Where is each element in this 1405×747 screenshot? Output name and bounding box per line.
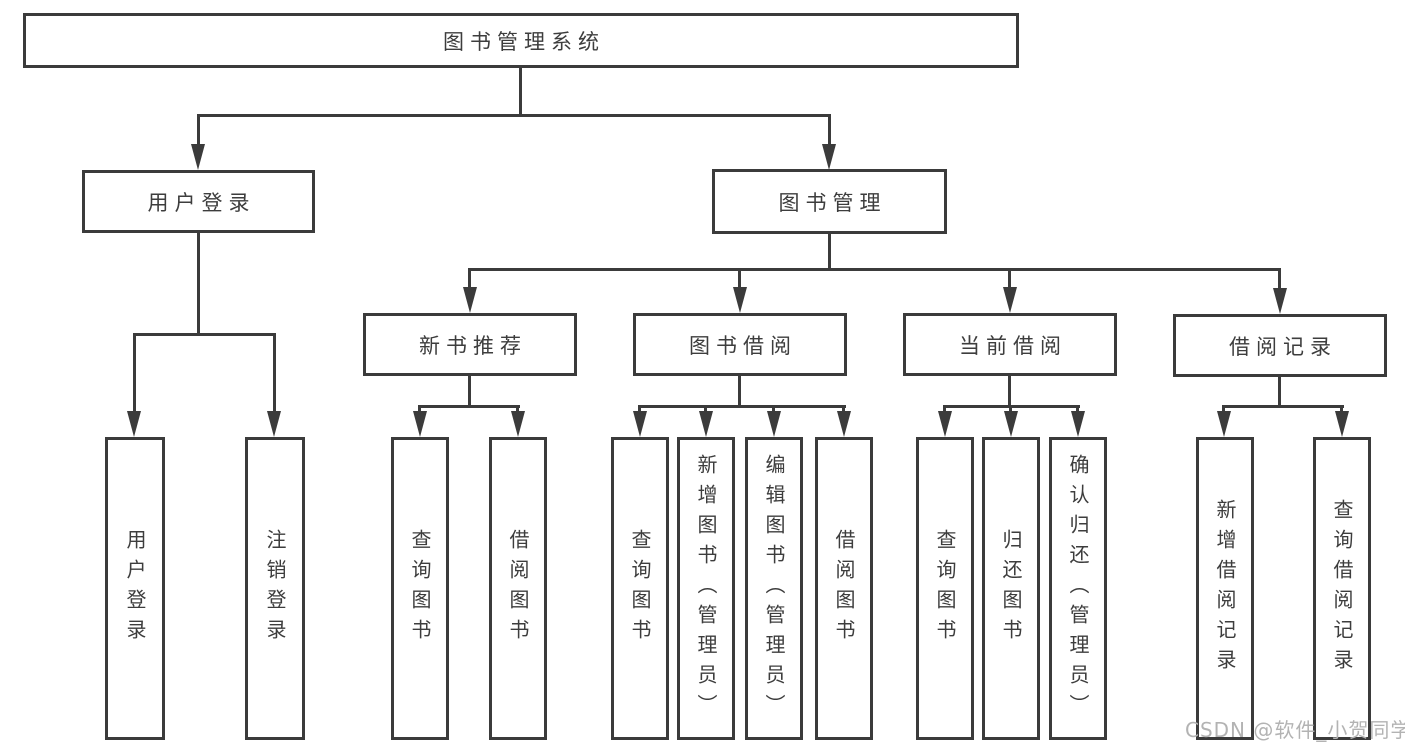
arrowhead-down-icon — [191, 144, 205, 170]
arrowhead-down-icon — [1004, 411, 1018, 437]
connector-line-v — [468, 376, 471, 407]
leaf-query-borrow-record: 查询借阅记录 — [1313, 437, 1371, 740]
arrowhead-down-icon — [1273, 288, 1287, 314]
arrowhead-down-icon — [1003, 287, 1017, 313]
connector-line-v — [516, 405, 519, 415]
leaf-label: 查询图书 — [408, 528, 432, 649]
connector-line-h — [197, 114, 831, 117]
connector-line-h — [638, 405, 846, 408]
leaf-query-books-recommend: 查询图书 — [391, 437, 449, 740]
arrowhead-down-icon — [1335, 411, 1349, 437]
connector-line-v — [1278, 268, 1281, 290]
leaf-label: 编辑图书（管理员） — [762, 453, 786, 724]
arrowhead-down-icon — [938, 411, 952, 437]
node-label: 当前借阅 — [959, 333, 1067, 358]
watermark: CSDN @软件_小贺同学 — [1185, 718, 1405, 742]
node-library-management-system: 图书管理系统 — [23, 13, 1019, 68]
leaf-add-borrow-record: 新增借阅记录 — [1196, 437, 1254, 740]
connector-line-v — [519, 67, 522, 116]
node-book-management: 图书管理 — [712, 169, 947, 234]
connector-line-v — [638, 405, 641, 415]
leaf-label: 借阅图书 — [506, 528, 530, 649]
arrowhead-down-icon — [511, 411, 525, 437]
node-label: 图书管理 — [778, 190, 887, 215]
leaf-label: 注销登录 — [263, 528, 287, 649]
connector-line-v — [197, 114, 200, 147]
node-borrowing-records: 借阅记录 — [1173, 314, 1387, 377]
arrowhead-down-icon — [767, 411, 781, 437]
connector-line-v — [418, 405, 421, 415]
leaf-add-book-admin: 新增图书（管理员） — [677, 437, 735, 740]
leaf-label: 查询借阅记录 — [1330, 498, 1354, 679]
arrowhead-down-icon — [1217, 411, 1231, 437]
arrowhead-down-icon — [413, 411, 427, 437]
leaf-label: 查询图书 — [933, 528, 957, 649]
arrowhead-down-icon — [1071, 411, 1085, 437]
arrowhead-down-icon — [733, 287, 747, 313]
leaf-edit-book-admin: 编辑图书（管理员） — [745, 437, 803, 740]
connector-line-v — [738, 376, 741, 407]
node-label: 新书推荐 — [419, 333, 527, 358]
connector-line-v — [828, 234, 831, 270]
connector-line-v — [273, 333, 276, 413]
arrowhead-down-icon — [837, 411, 851, 437]
connector-line-v — [842, 405, 845, 415]
leaf-borrow-books-borrowing: 借阅图书 — [815, 437, 873, 740]
connector-line-v — [468, 268, 471, 290]
connector-line-v — [772, 405, 775, 415]
connector-line-v — [133, 333, 136, 413]
arrowhead-down-icon — [127, 411, 141, 437]
connector-line-h — [418, 405, 520, 408]
leaf-label: 查询图书 — [628, 528, 652, 649]
connector-line-v — [738, 268, 741, 290]
connector-line-v — [1008, 376, 1011, 407]
connector-line-v — [197, 233, 200, 335]
connector-line-v — [1008, 268, 1011, 290]
node-book-borrowing: 图书借阅 — [633, 313, 847, 376]
leaf-query-books-current: 查询图书 — [916, 437, 974, 740]
leaf-return-book: 归还图书 — [982, 437, 1040, 740]
connector-line-v — [828, 114, 831, 147]
leaf-query-books-borrowing: 查询图书 — [611, 437, 669, 740]
arrowhead-down-icon — [699, 411, 713, 437]
leaf-logout: 注销登录 — [245, 437, 305, 740]
leaf-label: 新增借阅记录 — [1213, 498, 1237, 679]
arrowhead-down-icon — [633, 411, 647, 437]
leaf-label: 归还图书 — [999, 528, 1023, 649]
node-new-book-recommendation: 新书推荐 — [363, 313, 577, 376]
node-label: 图书借阅 — [689, 333, 797, 358]
leaf-confirm-return-admin: 确认归还（管理员） — [1049, 437, 1107, 740]
arrowhead-down-icon — [822, 144, 836, 170]
connector-line-v — [1076, 405, 1079, 415]
node-current-borrowing: 当前借阅 — [903, 313, 1117, 376]
connector-line-h — [468, 268, 1281, 271]
arrowhead-down-icon — [267, 411, 281, 437]
connector-line-v — [1340, 405, 1343, 415]
connector-line-v — [943, 405, 946, 415]
connector-line-v — [1278, 377, 1281, 407]
connector-line-h — [133, 333, 276, 336]
node-user-login: 用户登录 — [82, 170, 315, 233]
leaf-label: 借阅图书 — [832, 528, 856, 649]
leaf-borrow-books-recommend: 借阅图书 — [489, 437, 547, 740]
connector-line-v — [704, 405, 707, 415]
connector-line-h — [1222, 405, 1344, 408]
connector-line-v — [1009, 405, 1012, 415]
node-label: 用户登录 — [147, 190, 256, 215]
leaf-user-login: 用户登录 — [105, 437, 165, 740]
node-label: 图书管理系统 — [443, 29, 605, 54]
leaf-label: 用户登录 — [123, 528, 147, 649]
leaf-label: 新增图书（管理员） — [694, 453, 718, 724]
leaf-label: 确认归还（管理员） — [1066, 453, 1090, 724]
arrowhead-down-icon — [463, 287, 477, 313]
node-label: 借阅记录 — [1229, 334, 1337, 359]
connector-line-v — [1222, 405, 1225, 415]
